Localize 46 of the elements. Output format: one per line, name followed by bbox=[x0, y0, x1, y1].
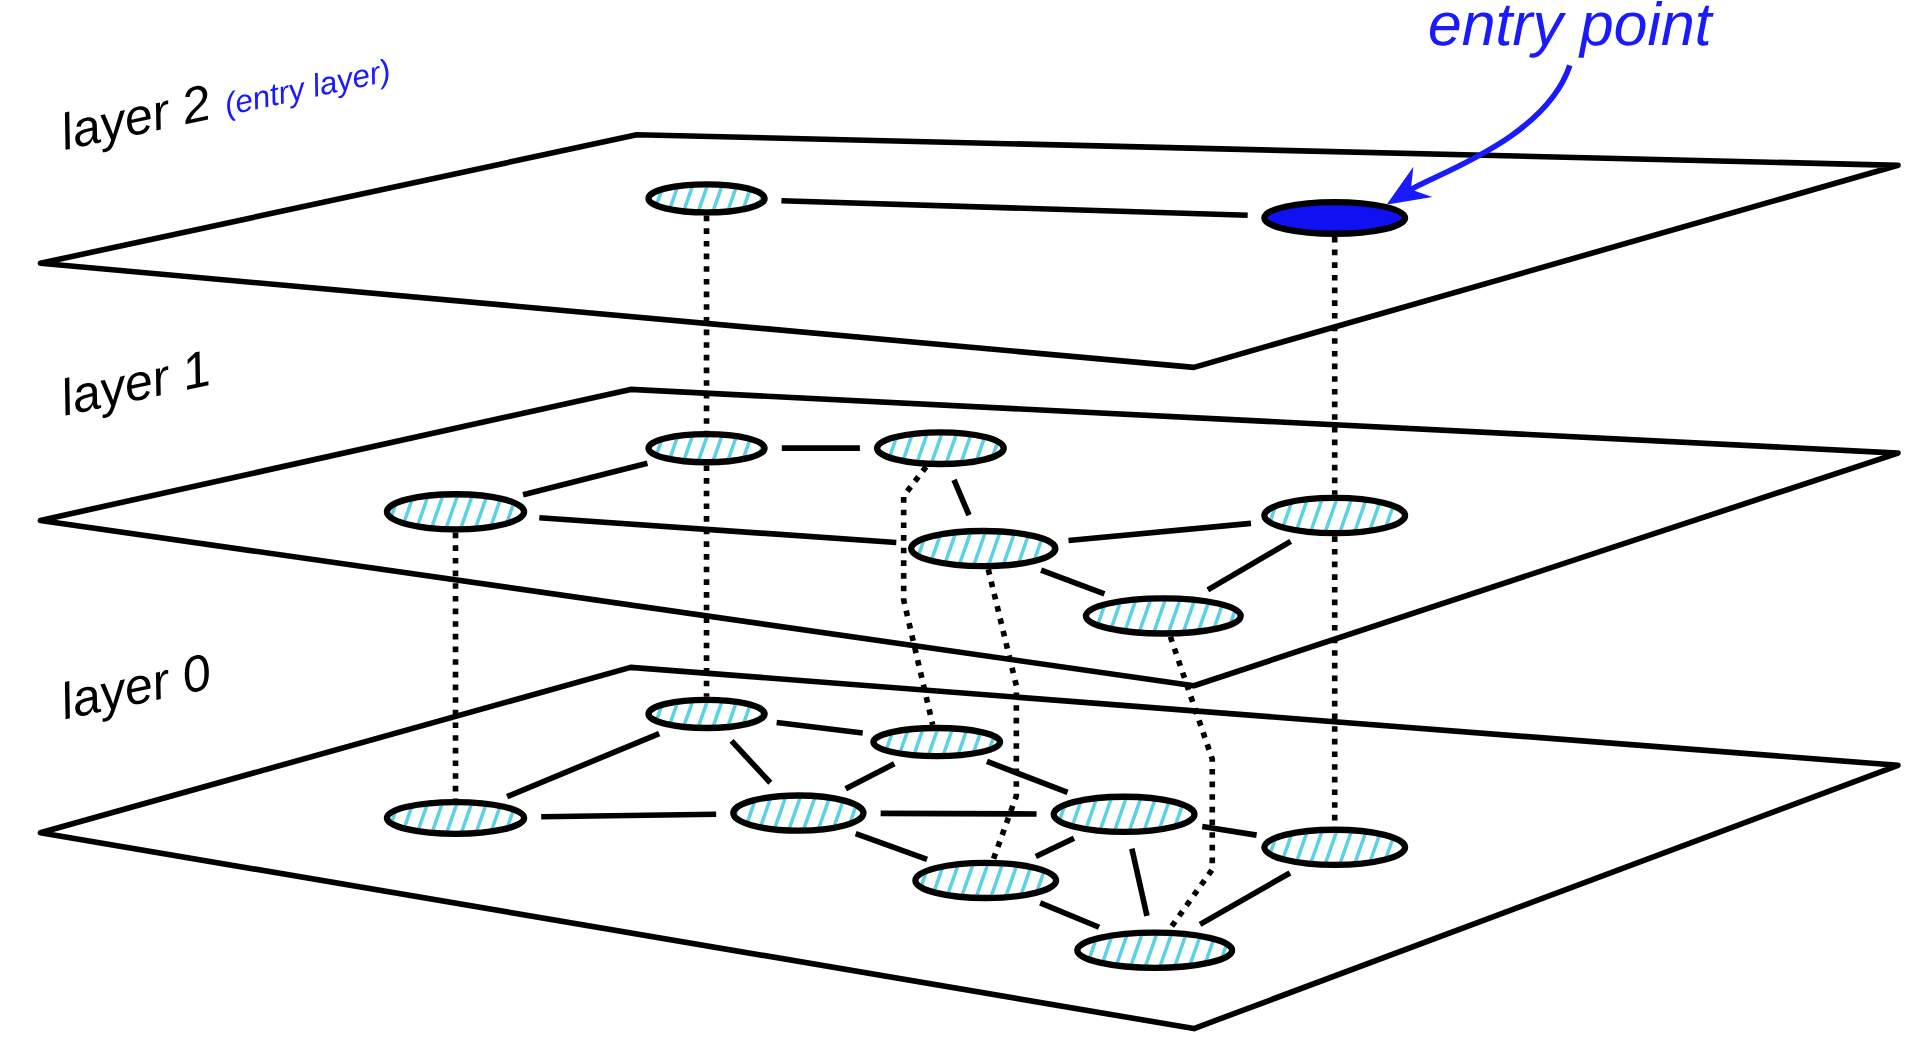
graph-edge bbox=[880, 810, 1037, 817]
graph-node bbox=[730, 792, 867, 835]
layer-link bbox=[985, 568, 1020, 861]
graph-edge bbox=[854, 831, 929, 863]
callout-text: entry point bbox=[1430, 1, 1714, 58]
graph-node bbox=[383, 799, 528, 838]
layer-label: layer 0 bbox=[64, 655, 209, 722]
graph-node bbox=[1050, 793, 1198, 836]
layer-label: layer 2 (entry layer) bbox=[64, 59, 389, 153]
graph-edge bbox=[1201, 824, 1257, 839]
graph-node bbox=[870, 725, 1004, 760]
graph-node bbox=[1082, 595, 1244, 637]
graph-node bbox=[908, 528, 1059, 570]
layer-label: layer 1 bbox=[64, 351, 209, 419]
graph-node bbox=[645, 696, 768, 732]
graph-node bbox=[383, 491, 528, 533]
graph-edge bbox=[1040, 567, 1106, 597]
graph-node bbox=[1261, 826, 1409, 869]
graph-edge bbox=[1034, 835, 1076, 860]
graph-node bbox=[645, 431, 768, 466]
graph-edge bbox=[781, 198, 1248, 219]
graph-edge bbox=[844, 761, 896, 792]
layer-link bbox=[703, 465, 710, 697]
graph-node bbox=[873, 429, 1007, 468]
graph-edge bbox=[729, 739, 773, 785]
graph-node bbox=[645, 181, 768, 216]
layer-link bbox=[452, 532, 459, 800]
graph-edge bbox=[781, 445, 860, 452]
graph-edge bbox=[1068, 520, 1252, 544]
graph-edge bbox=[776, 719, 864, 736]
graph-edge bbox=[1039, 900, 1101, 931]
graph-edge bbox=[522, 460, 649, 498]
graph-edge bbox=[1206, 539, 1293, 593]
layer-link bbox=[900, 465, 936, 726]
graph-edge bbox=[951, 479, 972, 517]
graph-edge bbox=[985, 759, 1069, 796]
graph-node bbox=[912, 859, 1060, 902]
graph-edge bbox=[539, 515, 897, 546]
graph-edge bbox=[506, 731, 661, 800]
entry-node bbox=[1261, 199, 1409, 238]
graph-edge bbox=[541, 811, 717, 820]
graph-node bbox=[1261, 494, 1409, 537]
layer-link bbox=[1331, 237, 1338, 495]
graph-edge bbox=[1198, 870, 1292, 927]
graph-node bbox=[1074, 929, 1236, 972]
graph-edge bbox=[1129, 848, 1150, 917]
